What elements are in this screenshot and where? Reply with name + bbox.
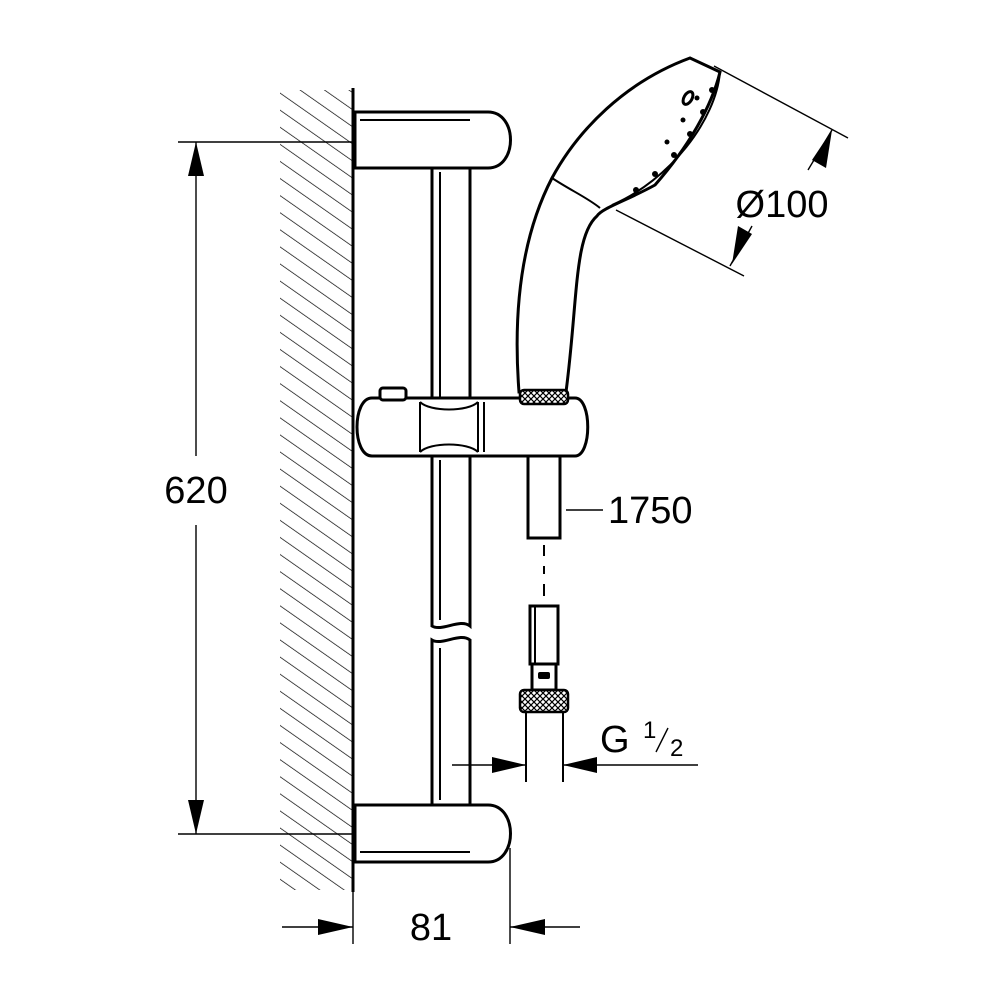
height-dimension: 620 (164, 141, 355, 835)
slider-holder (355, 386, 590, 458)
head-diameter-dimension: Ø100 (615, 65, 849, 277)
lower-bracket (353, 803, 512, 864)
spray-nozzles (633, 87, 715, 193)
thread-label: G (600, 719, 630, 761)
wall-hatching (280, 90, 352, 890)
wall (280, 88, 355, 892)
head-diameter-label: Ø100 (736, 184, 829, 226)
slider-lock-button (378, 386, 408, 402)
mode-selector (681, 90, 695, 106)
upper-bracket (353, 110, 512, 170)
hose-length-dimension: 1750 (566, 490, 693, 532)
thread-dimension: G 1 2 (452, 717, 698, 773)
shower-hose (518, 454, 570, 782)
hose-length-label: 1750 (608, 490, 693, 532)
hose-knurled-nut (518, 688, 570, 714)
depth-dimension: 81 (282, 848, 580, 949)
depth-label: 81 (410, 907, 452, 949)
thread-fraction-denominator: 2 (670, 735, 683, 762)
thread-fraction-numerator: 1 (643, 717, 656, 744)
hand-shower (515, 56, 722, 406)
handle-knurled-grip (518, 388, 570, 406)
rail (430, 166, 472, 807)
height-label: 620 (164, 470, 227, 512)
